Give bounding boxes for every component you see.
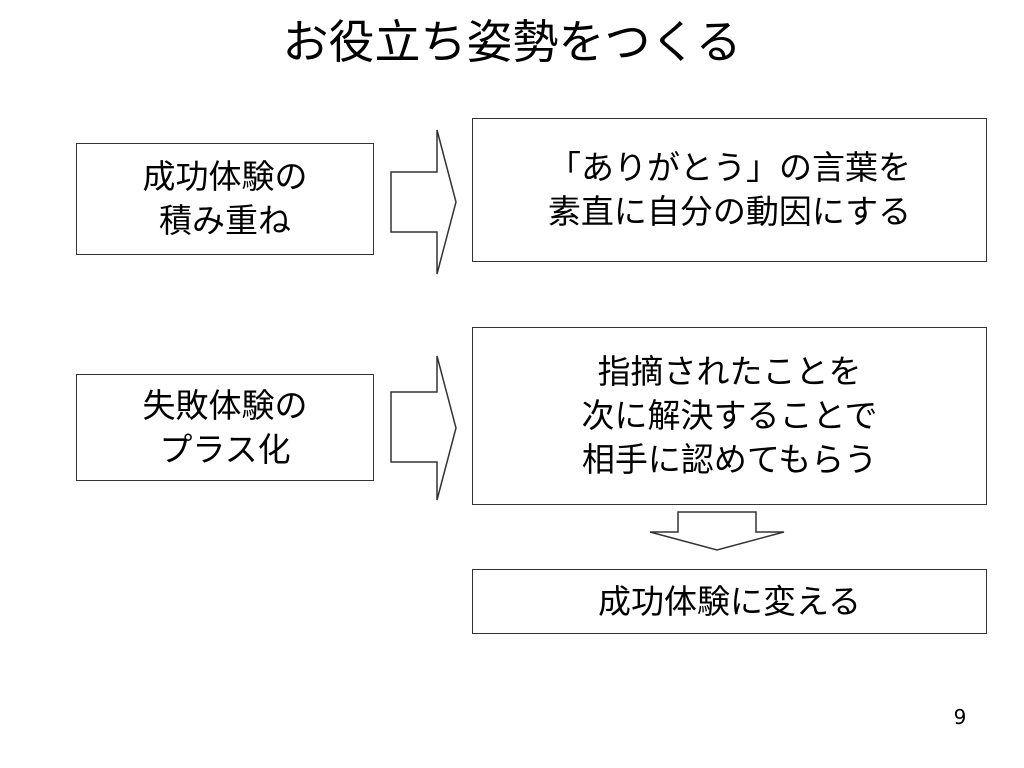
box-text-line: 「ありがとう」の言葉を	[548, 148, 911, 187]
failure-experience-box: 失敗体験の プラス化	[76, 374, 374, 481]
box-text-line: 指摘されたことを	[597, 352, 862, 391]
slide-title: お役立ち姿勢をつくる	[282, 15, 742, 69]
thank-you-motivation-box: 「ありがとう」の言葉を 素直に自分の動因にする	[472, 118, 987, 262]
box-text-line: 積み重ね	[159, 201, 291, 240]
page-number: 9	[953, 705, 967, 729]
resolve-feedback-box: 指摘されたことを 次に解決することで 相手に認めてもらう	[472, 327, 987, 505]
right-arrow-icon	[390, 129, 457, 275]
box-text-line: 成功体験の	[142, 157, 308, 196]
box-text-line: 失敗体験の	[142, 385, 308, 425]
box-text-line: プラス化	[159, 429, 291, 469]
success-experience-box: 成功体験の 積み重ね	[76, 143, 374, 255]
box-text-line: 素直に自分の動因にする	[547, 192, 912, 231]
turn-into-success-box: 成功体験に変える	[472, 569, 987, 634]
box-text-line: 相手に認めてもらう	[581, 440, 878, 479]
right-arrow-icon	[390, 355, 457, 501]
box-text-line: 成功体験に変える	[597, 581, 861, 621]
down-arrow-icon	[649, 511, 785, 551]
box-text-line: 次に解決することで	[581, 396, 878, 435]
